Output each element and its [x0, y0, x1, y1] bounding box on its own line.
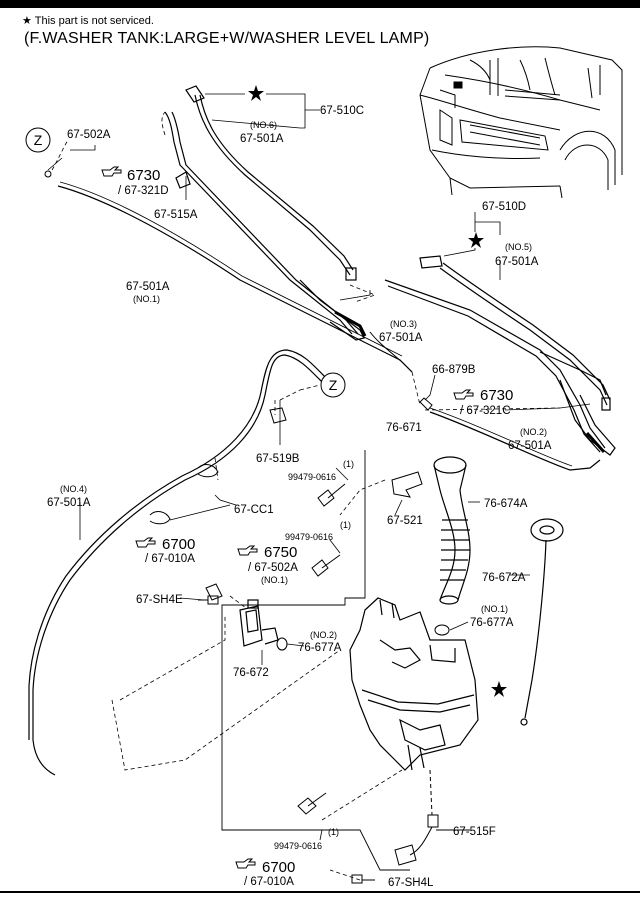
washer-hose-no1 [57, 185, 413, 373]
part-label: 76-672 [233, 667, 269, 679]
part-label: 66-879B [432, 364, 476, 376]
part-label: 67-521 [387, 515, 423, 527]
part-qualifier: (NO.2) [310, 630, 337, 640]
part-label: 67-CC1 [234, 504, 274, 516]
part-label: 76-671 [386, 422, 422, 434]
part-label: 99479-0616 [274, 841, 322, 851]
part-qualifier: (NO.1) [481, 604, 508, 614]
part-label: 76-674A [484, 498, 528, 510]
zone-marker-z-lower: Z [320, 372, 346, 398]
pointing-hand-icon [237, 545, 258, 556]
level-sensor [394, 769, 470, 866]
part-qualifier: (NO.6) [250, 120, 277, 130]
pointing-hand-icon [135, 537, 156, 548]
ref-sub-number: / 67-321D [118, 185, 169, 197]
check-valve [419, 397, 433, 411]
top-border [0, 0, 640, 8]
star-marker-tank [491, 681, 507, 697]
part-label: 67-502A [67, 129, 111, 141]
washer-tank [349, 597, 479, 771]
level-gauge [520, 518, 564, 726]
part-label: 67-510C [320, 105, 364, 117]
ref-number: 6750 [264, 544, 297, 561]
ref-number: 6730 [480, 387, 513, 404]
part-label: 76-672A [482, 572, 526, 584]
wiper-arm-right [384, 255, 616, 456]
part-qualifier: (NO.5) [505, 242, 532, 252]
strainer [391, 471, 423, 498]
vehicle-sketch [419, 46, 623, 199]
part-qualifier: (1) [328, 827, 339, 837]
part-qualifier: (NO.4) [60, 484, 87, 494]
part-label: 67-501A [508, 440, 552, 452]
part-label: 67-501A [47, 497, 91, 509]
pointing-hand-icon [101, 166, 122, 177]
part-qualifier: (NO.2) [520, 427, 547, 437]
bottom-border [0, 891, 640, 893]
part-qualifier: (NO.1) [133, 294, 160, 304]
part-label: 67-501A [126, 281, 170, 293]
leader-lines-lower [79, 400, 530, 841]
zone-marker-z-upper: Z [25, 127, 51, 153]
part-label: 67-515F [453, 826, 496, 838]
zone-letter: Z [34, 132, 43, 148]
washer-hose-no4 [28, 349, 330, 776]
part-label: 67-SH4E [136, 594, 183, 606]
washer-hose-no2 [429, 411, 601, 471]
leader-lines-upper [47, 93, 371, 301]
harness-connectors [198, 595, 375, 884]
ref-sub-number: / 67-010A [145, 553, 195, 565]
ref-sub-number: / 67-502A [248, 562, 298, 574]
wiper-arm-left [164, 85, 367, 341]
ref-number: 6700 [162, 536, 195, 553]
part-qualifier: (NO.3) [390, 319, 417, 329]
part-label: 76-677A [298, 642, 342, 654]
part-qualifier: (NO.1) [261, 575, 288, 585]
part-qualifier: (1) [340, 520, 351, 530]
zone-letter: Z [329, 377, 338, 393]
star-marker-upper [248, 85, 264, 101]
part-qualifier: (1) [343, 459, 354, 469]
ref-sub-number: / 67-321C [460, 405, 511, 417]
diagram-title: (F.WASHER TANK:LARGE+W/WASHER LEVEL LAMP… [24, 30, 430, 47]
ref-sub-number: / 67-010A [244, 876, 294, 888]
part-label: 67-501A [240, 133, 284, 145]
seal-no1 [434, 624, 450, 636]
note-text: This part is not serviced. [34, 15, 154, 27]
bolts [297, 483, 346, 815]
part-label: 99479-0616 [285, 532, 333, 542]
star-icon: ★ [22, 15, 32, 27]
part-label: 67-501A [379, 332, 423, 344]
leader-lines-right [424, 212, 591, 411]
part-label: 67-515A [154, 209, 198, 221]
dashed-connectors [51, 111, 561, 881]
not-serviced-note: ★ This part is not serviced. [22, 14, 154, 27]
star-marker-right [468, 232, 484, 248]
ref-number: 6730 [127, 167, 160, 184]
part-label: 76-677A [470, 617, 514, 629]
pointing-hand-icon [453, 389, 474, 400]
part-label: 67-519B [256, 453, 300, 465]
washer-pump [239, 599, 279, 647]
part-label: 67-SH4L [388, 877, 434, 889]
part-label: 67-510D [482, 201, 526, 213]
ref-number: 6700 [262, 859, 295, 876]
hose-end-cap [44, 170, 52, 178]
part-label: 67-501A [495, 256, 539, 268]
filler-neck [433, 456, 471, 605]
group-frame [221, 450, 410, 871]
part-label: 99479-0616 [288, 472, 336, 482]
pointing-hand-icon [235, 858, 256, 869]
